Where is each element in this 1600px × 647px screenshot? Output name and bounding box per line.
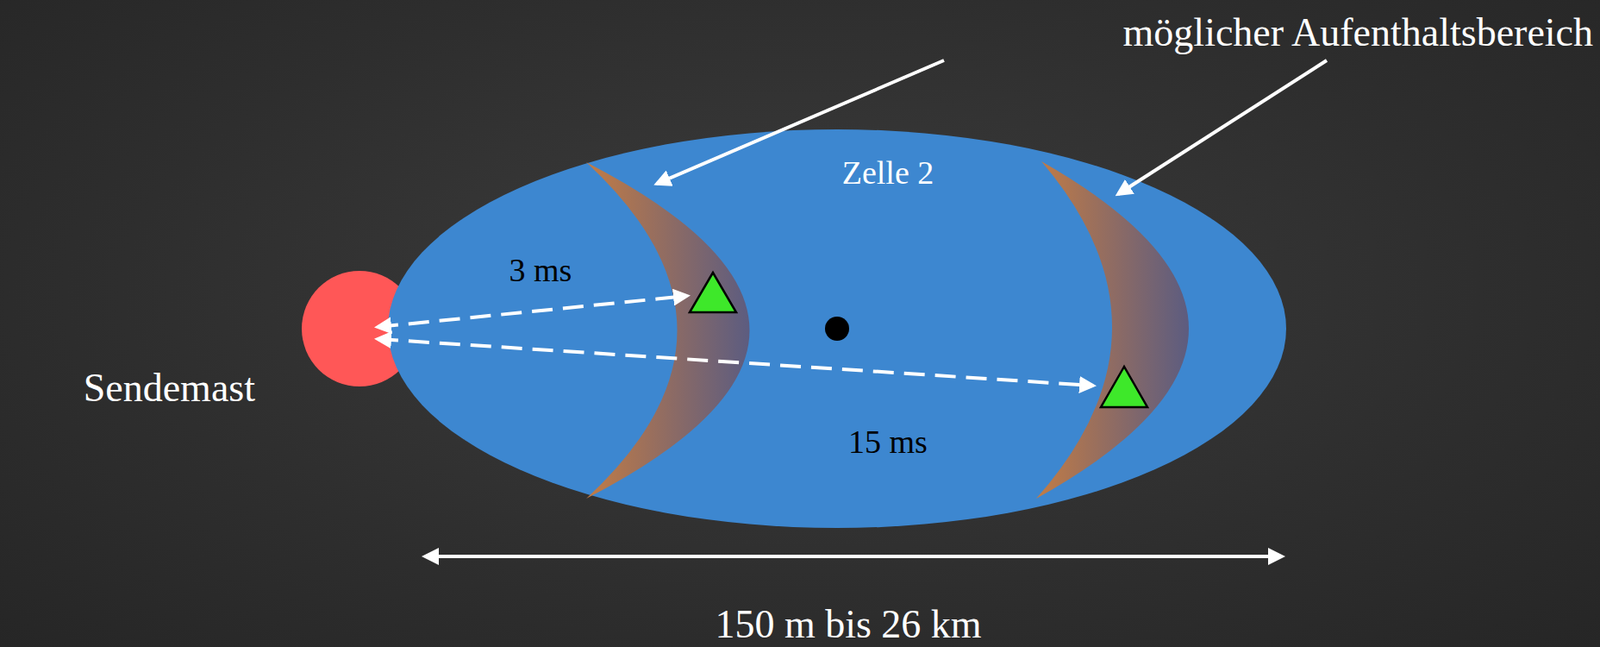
cell-center-dot bbox=[825, 316, 850, 341]
location-crescent bbox=[586, 162, 750, 499]
transmitter-mast-shape bbox=[301, 270, 418, 387]
phone-triangle bbox=[1100, 366, 1148, 407]
radio-cell-shape bbox=[387, 129, 1287, 528]
radio-cell-outline bbox=[387, 129, 1287, 528]
transmitter-mast: Sendemast bbox=[301, 270, 418, 387]
transmitter-mast-outline bbox=[301, 270, 418, 387]
delay-label: 3 ms bbox=[509, 252, 573, 289]
dimension-arrow bbox=[425, 554, 1282, 558]
phone-triangle bbox=[689, 272, 737, 313]
radio-cell: Zelle 2 bbox=[387, 129, 1287, 528]
signal-line bbox=[377, 338, 1094, 386]
mast-label: Sendemast bbox=[83, 366, 256, 411]
callout-text: möglicher Aufenthaltsbereich bbox=[1123, 11, 1594, 56]
location-crescent bbox=[1036, 161, 1189, 499]
dimension-label: 150 m bis 26 km bbox=[714, 602, 982, 647]
cell-label: Zelle 2 bbox=[842, 155, 935, 192]
delay-label: 15 ms bbox=[848, 424, 928, 461]
callout-leader bbox=[1118, 60, 1327, 194]
signal-line bbox=[377, 295, 688, 327]
